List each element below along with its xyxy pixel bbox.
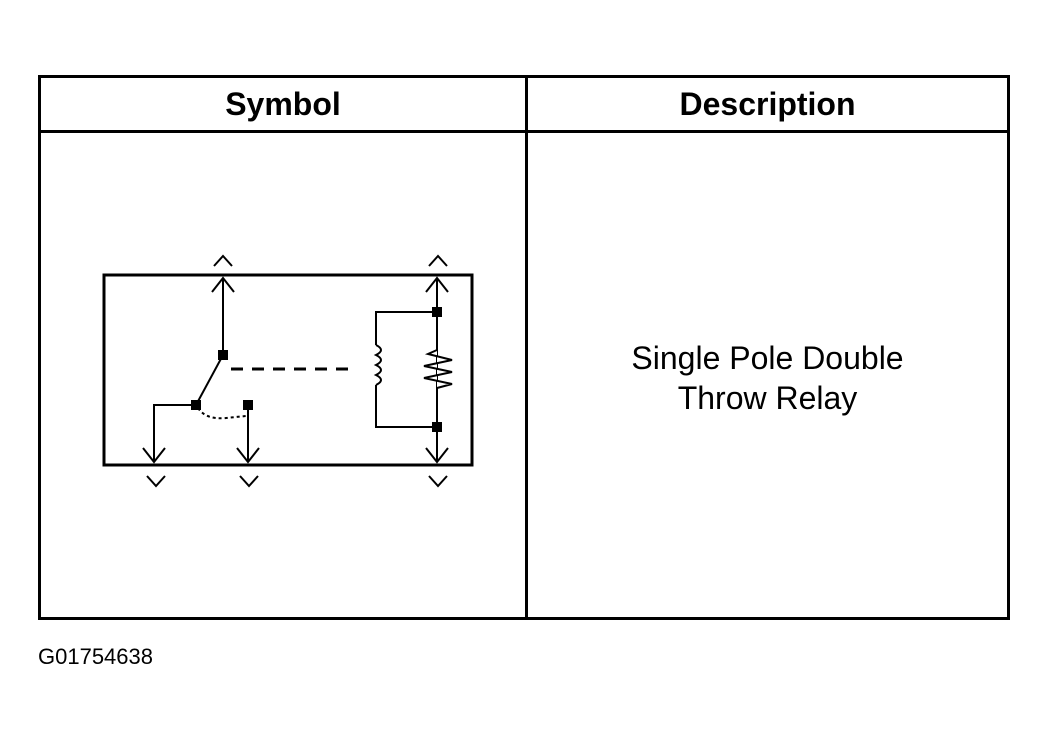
symbol-table: Symbol Description Single Pole Double Th…: [38, 75, 1010, 620]
nc-lead: [153, 404, 196, 462]
coil-top-arrow: [425, 276, 449, 293]
switch-blade: [195, 354, 224, 406]
relay-box: [102, 273, 474, 467]
nc-terminal-chevron: [146, 475, 166, 488]
nc-arrow: [142, 447, 166, 464]
coil-bottom-node: [432, 422, 442, 432]
header-description: Description: [679, 85, 856, 122]
coil-top-node: [432, 307, 442, 317]
description-line-1: Single Pole Double: [631, 340, 904, 376]
description-line-2: Throw Relay: [677, 380, 858, 416]
coil-bottom-lead: [375, 385, 437, 428]
no-node: [243, 400, 253, 410]
column-divider: [525, 78, 528, 617]
switch-travel-path: [197, 407, 247, 420]
coil-top-lead: [375, 311, 437, 345]
no-terminal-chevron: [239, 475, 259, 488]
figure-id: G01754638: [38, 644, 153, 669]
coil-top-terminal-chevron: [428, 254, 448, 267]
coil-bottom-arrow: [425, 447, 449, 464]
nc-node: [191, 400, 201, 410]
common-node: [218, 350, 228, 360]
header-symbol: Symbol: [225, 85, 341, 122]
suppression-resistor: [423, 349, 453, 389]
common-terminal-chevron: [213, 254, 233, 267]
description-cell: Single Pole Double Throw Relay: [528, 338, 1007, 418]
common-arrow: [211, 276, 235, 293]
coil-windings: [373, 344, 382, 386]
header-divider: [41, 130, 1007, 133]
coil-bottom-terminal-chevron: [428, 475, 448, 488]
no-arrow: [236, 447, 260, 464]
